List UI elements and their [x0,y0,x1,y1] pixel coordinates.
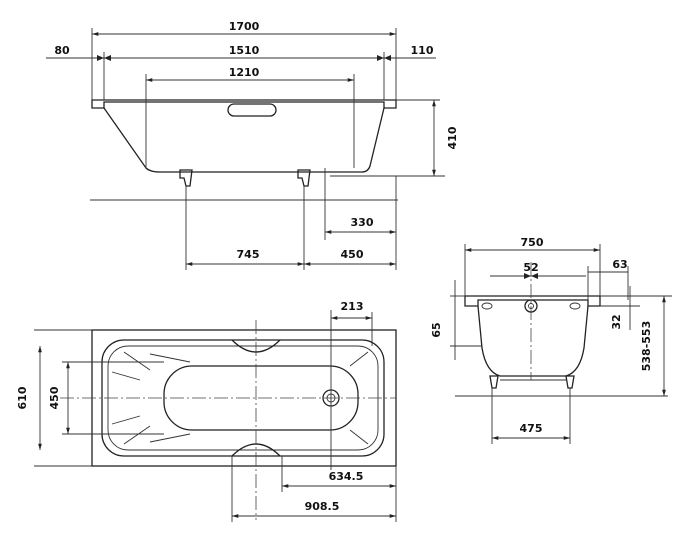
dim-height: 410 [446,126,459,149]
end-body [477,305,589,377]
top-view: 610 450 213 634.5 908.5 [16,300,397,522]
dim-foot-width: 475 [520,422,543,435]
dim-foot-spacing: 745 [237,248,260,261]
dim-overflow-offset: 52 [523,261,538,274]
dim-inner-length: 1510 [229,44,260,57]
end-view: 750 52 63 65 32 538-553 475 [430,236,672,444]
dim-foot-offset: 330 [351,216,374,229]
dim-handle-center: 634.5 [329,470,364,483]
side-rim [91,99,397,109]
dim-rim-thickness-right: 32 [610,314,623,329]
dim-rim-thickness-left: 65 [430,322,443,337]
dim-foot-to-end: 450 [341,248,364,261]
dim-drain-offset: 213 [341,300,364,313]
side-body [103,107,385,173]
dim-handle-end: 908.5 [305,500,340,513]
side-handle [227,103,277,117]
side-view: 1700 1510 80 110 1210 410 330 745 450 [46,20,459,270]
dim-rim-height: 538-553 [640,321,653,372]
dim-left-rim: 80 [54,44,70,57]
dim-total-length: 1700 [229,20,260,33]
dim-inner-width: 450 [48,386,61,409]
top-inner-rim [101,339,385,457]
dim-rim-width: 63 [612,258,627,271]
dim-bottom-length: 1210 [229,66,260,79]
dim-total-width: 750 [521,236,544,249]
dim-width: 610 [16,386,29,409]
dim-right-rim: 110 [411,44,434,57]
